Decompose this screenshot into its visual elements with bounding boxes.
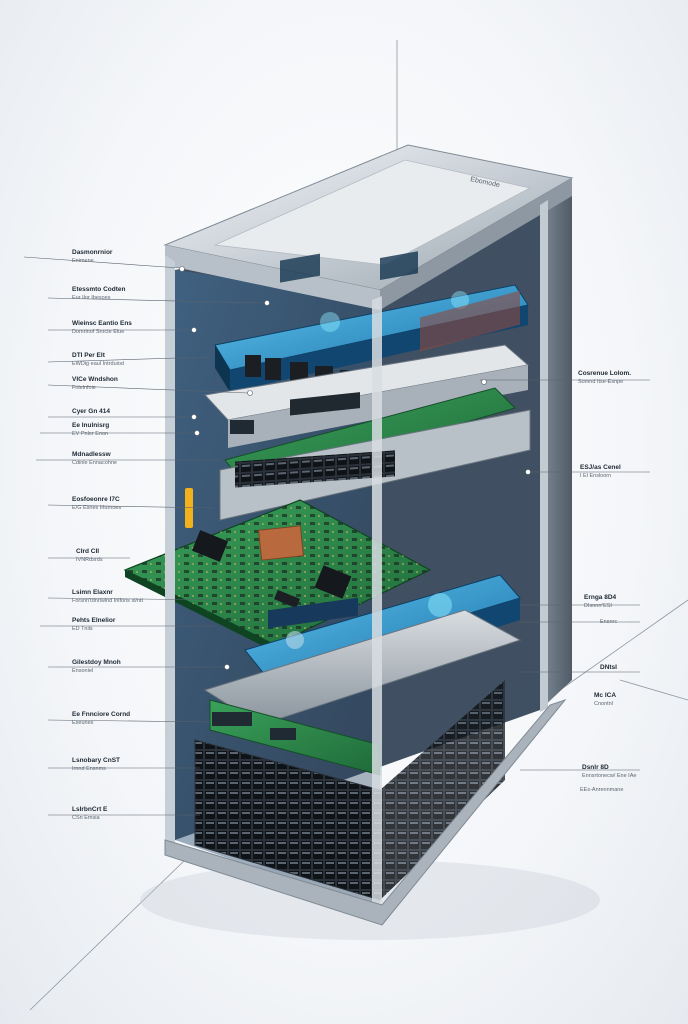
floor-line [619, 679, 688, 701]
callout-label: Ensnrc [600, 619, 618, 625]
chassis-rear-pillar [540, 200, 548, 712]
chassis-left-frame [165, 255, 175, 845]
chassis-front-pillar [372, 296, 382, 918]
chassis-base [164, 698, 567, 926]
callout-label: EEs-Anrennmane [580, 787, 624, 793]
callout-label: Cosrenue Lolom.Somnd Itse-Esnpe [578, 370, 632, 385]
floor-line [29, 859, 186, 1011]
chassis-lid [163, 144, 574, 310]
left-callout-lines [23, 256, 270, 816]
right-callout-lines [480, 379, 650, 771]
floor-line [559, 599, 688, 691]
main-motherboard [123, 488, 432, 652]
callout-label: DNtsI [600, 664, 617, 671]
callout-label: Cyer Gn 414 [72, 408, 110, 415]
